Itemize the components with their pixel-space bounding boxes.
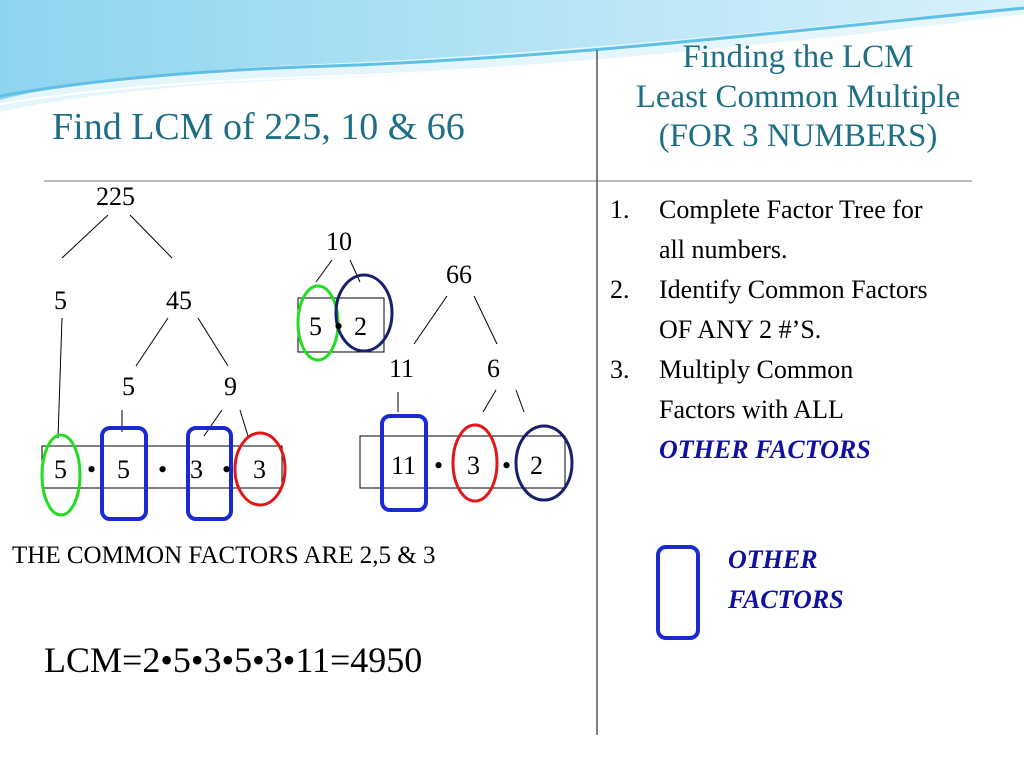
p10-sep-1: •: [334, 312, 344, 341]
p225-factor-4: 3: [253, 455, 266, 484]
step-3-number: 3.: [610, 355, 630, 384]
tree-10-root: 10: [326, 227, 352, 256]
product-box-66: [359, 435, 566, 489]
branch-6-left: [482, 389, 497, 413]
branch-45-right: [197, 317, 229, 367]
step-3: 3. Multiply Common Factors with ALL OTHE…: [606, 350, 1020, 470]
step-3-emphasis: OTHER FACTORS: [659, 435, 871, 464]
step-3-line-2: Factors with ALL: [659, 395, 844, 424]
wave-decoration: [0, 0, 1024, 112]
p225-sep-2: •: [158, 455, 168, 484]
step-2-line-1: Identify Common Factors: [659, 275, 928, 304]
legend-label: OTHER FACTORS: [728, 540, 844, 620]
tree-225-left: 5: [54, 286, 67, 315]
common-factors-statement: THE COMMON FACTORS ARE 2,5 & 3: [12, 542, 436, 569]
branch-45-left: [135, 317, 169, 367]
step-2-line-2: OF ANY 2 #’S.: [659, 315, 822, 344]
p225-factor-3: 3: [190, 455, 203, 484]
p225-factor-1: 5: [54, 455, 67, 484]
p10-factor-2: 2: [354, 312, 367, 341]
tree-225-root: 225: [96, 182, 135, 211]
p66-sep-1: •: [434, 451, 444, 480]
p225-sep-3: •: [222, 455, 232, 484]
tree-66-left: 11: [389, 354, 415, 383]
navy-circle-2-sixtysix: [514, 424, 574, 502]
tree-45-left: 5: [122, 372, 135, 401]
step-1-number: 1.: [610, 195, 630, 224]
green-circle-5: [40, 433, 82, 517]
step-1-line-1: Complete Factor Tree for: [659, 195, 923, 224]
branch-6-right: [515, 389, 525, 413]
legend-blue-box-icon: [656, 545, 700, 640]
branch-9-left: [203, 409, 223, 437]
navy-circle-2-ten: [334, 273, 394, 353]
right-title-line-2: Least Common Multiple: [635, 78, 961, 115]
p66-factor-2: 3: [467, 451, 480, 480]
legend-line-1: OTHER: [728, 545, 818, 574]
p66-factor-3: 2: [530, 451, 543, 480]
right-title: Finding the LCM Least Common Multiple (F…: [596, 38, 1000, 157]
branch-10-right: [349, 259, 361, 283]
branch-66-right: [473, 295, 498, 345]
step-1: 1. Complete Factor Tree for all numbers.: [606, 190, 1020, 270]
branch-225-right: [129, 214, 173, 259]
left-title: Find LCM of 225, 10 & 66: [52, 106, 465, 148]
blue-box-5: [100, 426, 148, 521]
lcm-result: LCM=2•5•3•5•3•11=4950: [44, 640, 423, 680]
tree-66-root: 66: [446, 260, 472, 289]
steps-list: 1. Complete Factor Tree for all numbers.…: [606, 190, 1020, 470]
right-title-line-1: Finding the LCM: [682, 39, 914, 75]
right-title-line-3: (FOR 3 NUMBERS): [658, 118, 938, 155]
p225-factor-2: 5: [117, 455, 130, 484]
step-3-line-1: Multiply Common: [659, 355, 854, 384]
tree-branches: [57, 214, 525, 439]
step-2-number: 2.: [610, 275, 630, 304]
tree-66-right: 6: [487, 354, 500, 383]
legend-line-2: FACTORS: [728, 585, 844, 614]
tree-225-right: 45: [166, 286, 192, 315]
p66-factor-1: 11: [391, 451, 417, 480]
blue-box-11: [380, 414, 428, 512]
branch-5-down: [57, 317, 63, 439]
branch-9-right: [239, 409, 249, 437]
red-circle-3: [233, 431, 287, 507]
blue-box-3: [186, 426, 233, 521]
p225-sep-1: •: [87, 455, 97, 484]
p66-sep-2: •: [502, 451, 512, 480]
red-circle-3-sixtysix: [451, 423, 499, 503]
branch-225-left: [61, 214, 109, 259]
branch-10-left: [315, 259, 333, 283]
p10-factor-1: 5: [309, 312, 322, 341]
branch-66-left: [413, 295, 448, 345]
step-1-line-2: all numbers.: [659, 235, 788, 264]
tree-45-right: 9: [224, 372, 237, 401]
step-2: 2. Identify Common Factors OF ANY 2 #’S.: [606, 270, 1020, 350]
